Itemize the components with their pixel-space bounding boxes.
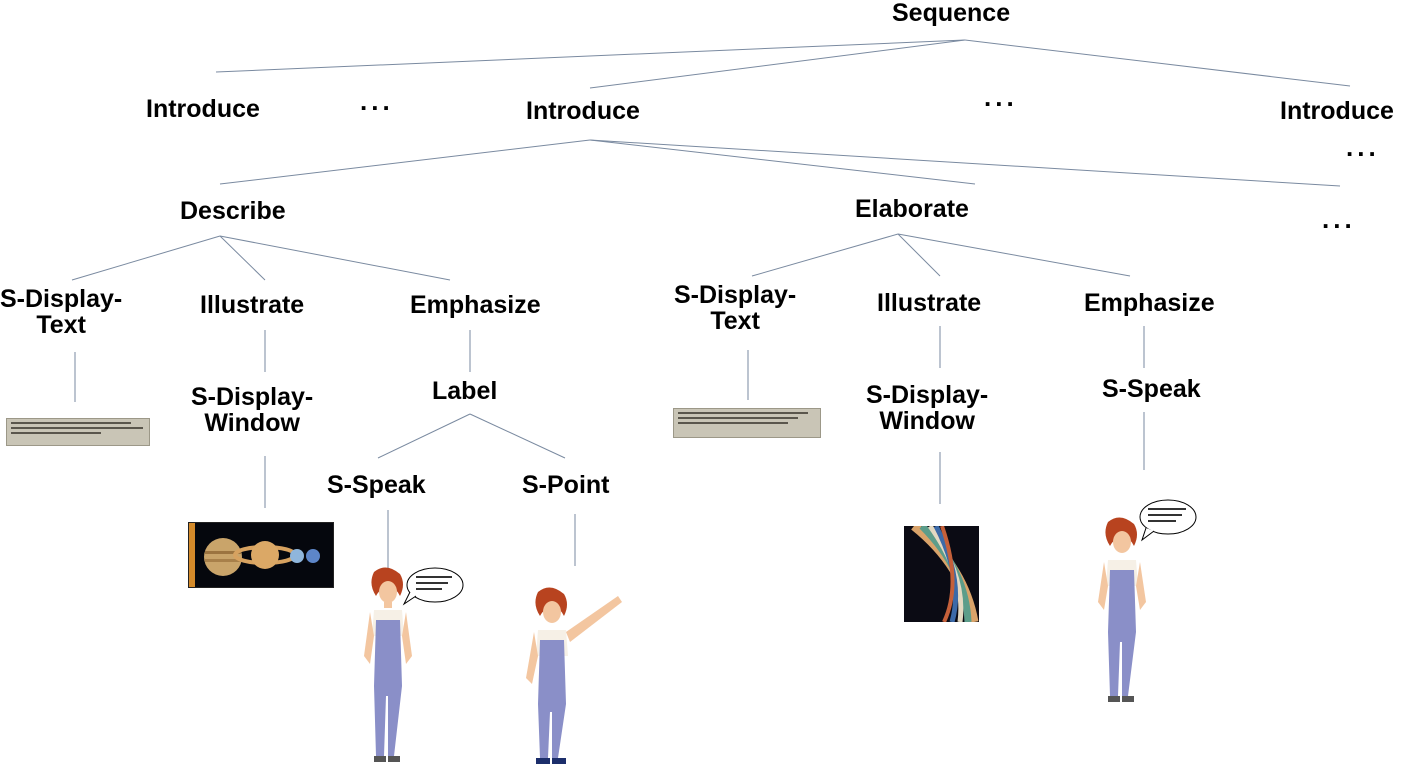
ellipsis-4: ...	[1322, 204, 1356, 234]
edge-elaborate-illustrate	[897, 233, 941, 277]
node-s-display-text: S-Display- Text	[0, 285, 123, 340]
node-s-display-window: S-Display- Window	[191, 383, 314, 438]
edge-sequence-introduce-right	[964, 39, 1351, 87]
node-introduce-right: Introduce	[1280, 97, 1394, 125]
node-illustrate: Illustrate	[200, 291, 305, 319]
node-elaborate: Elaborate	[855, 195, 969, 223]
edge-introduce-describe	[219, 139, 591, 185]
edge-describe-emphasize	[219, 235, 451, 281]
edge-describe-display-text	[71, 235, 221, 281]
node-describe: Describe	[180, 197, 286, 225]
speech-bubble-2	[1139, 499, 1197, 542]
agent-character-pointing	[526, 587, 622, 764]
edge-describe-illustrate	[219, 235, 266, 281]
node-s-point: S-Point	[522, 471, 610, 499]
edge-sequence-introduce-left	[215, 39, 966, 73]
ellipsis-3: ...	[1346, 132, 1380, 162]
node-el-s-speak: S-Speak	[1102, 375, 1201, 403]
node-el-s-display-text: S-Display- Text	[674, 281, 797, 336]
saturn-rings-image	[904, 526, 979, 622]
node-introduce-left: Introduce	[146, 95, 260, 123]
edge-elaborate-display-text	[751, 233, 899, 277]
node-emphasize: Emphasize	[410, 291, 541, 319]
edge-introduce-elaborate	[589, 139, 976, 185]
edge-sequence-introduce-center	[589, 39, 966, 89]
agent-character-speaking-2	[1098, 517, 1146, 702]
edge-introduce-more	[589, 139, 1341, 187]
node-label: Label	[432, 377, 498, 405]
ellipsis-1: ...	[360, 86, 394, 116]
node-el-illustrate: Illustrate	[877, 289, 982, 317]
node-s-speak: S-Speak	[327, 471, 426, 499]
speech-bubble	[402, 567, 464, 606]
node-el-s-display-window: S-Display- Window	[866, 381, 989, 436]
edge-label-speak	[377, 413, 471, 459]
node-el-emphasize: Emphasize	[1084, 289, 1215, 317]
node-introduce-center: Introduce	[526, 97, 640, 125]
text-card-thumbnail-2	[673, 408, 821, 438]
ellipsis-2: ...	[984, 82, 1018, 112]
text-card-thumbnail	[6, 418, 150, 446]
node-sequence: Sequence	[892, 0, 1011, 27]
edge-elaborate-emphasize	[897, 233, 1131, 277]
planets-image	[188, 522, 334, 588]
edge-label-point	[469, 413, 566, 459]
agent-character-speaking	[364, 567, 412, 762]
